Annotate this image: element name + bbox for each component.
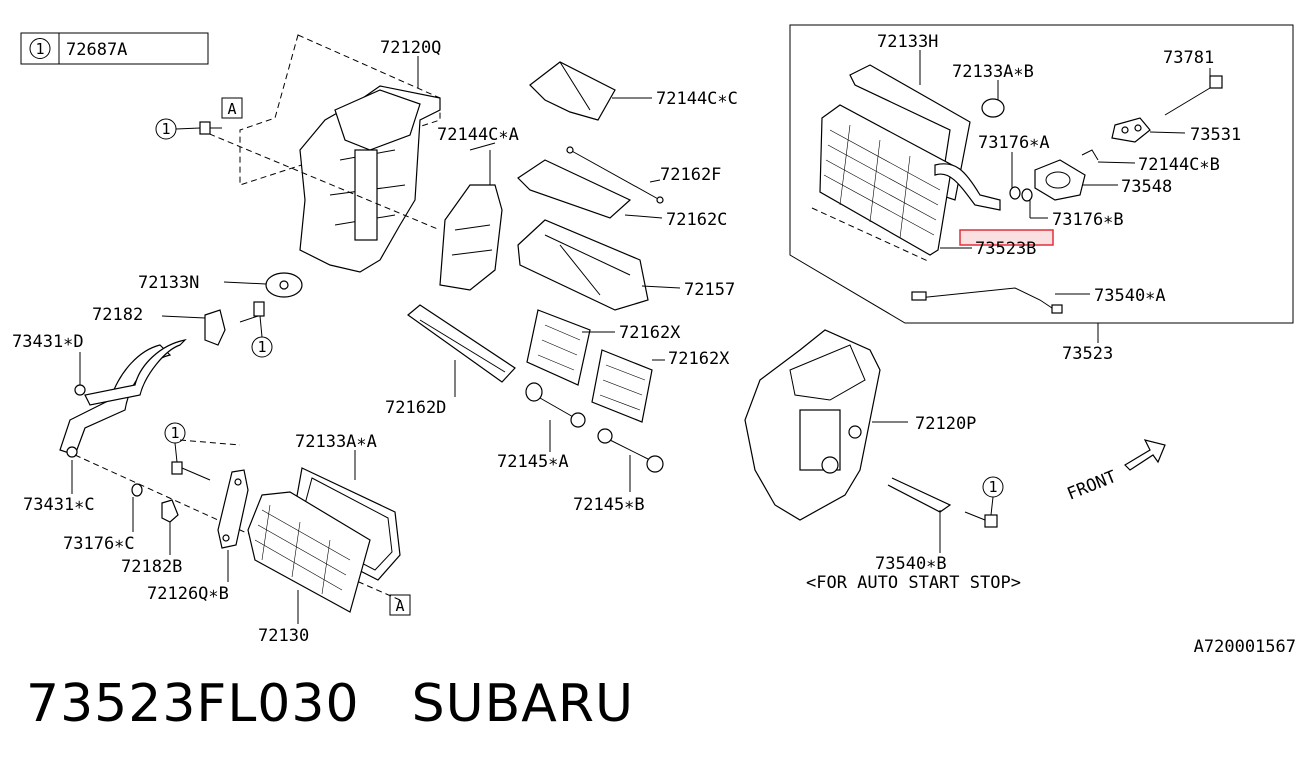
diagram-id: A720001567 [1194,637,1296,657]
label-72120Q: 72120Q [380,38,441,58]
svg-text:A: A [395,597,404,615]
label-72144CC: 72144C∗C [656,89,738,109]
label-73431D: 73431∗D [12,332,84,352]
leader-lines [71,50,1211,624]
label-72145B: 72145∗B [573,495,645,515]
bolt-73781 [1164,75,1223,116]
mode-flap-72144CA [439,150,503,291]
label-73523B: 73523B [975,239,1036,259]
screw-icon [199,121,222,135]
label-72182B: 72182B [121,557,182,577]
label-auto-start-stop: <FOR AUTO START STOP> [806,573,1021,593]
label-72157: 72157 [684,280,735,300]
label-72133H: 72133H [877,32,938,52]
callout-1: 1 [155,118,201,140]
svg-text:1: 1 [170,424,179,442]
label-72133N: 72133N [138,273,199,293]
callout-1: 1 [164,422,186,463]
filter-72162X-b [591,349,653,423]
rod-72162F [566,146,664,204]
screw-icon [239,301,265,323]
linkage-72162C [517,159,632,219]
heater-case-72120Q [239,34,441,273]
clamp-72182 [204,309,226,346]
door-72162D [407,304,516,383]
filter-72162X-a [526,309,591,386]
svg-text:1: 1 [161,120,170,138]
label-72144CB: 72144C∗B [1138,155,1220,175]
label-front: FRONT [1064,467,1119,505]
label-72162X-a: 72162X [619,323,681,343]
ref-a-top: A [221,97,243,119]
svg-text:1: 1 [257,338,266,356]
label-72120P: 72120P [915,414,976,434]
label-72126QB: 72126Q∗B [147,584,229,604]
legend-part-number: 72687A [66,40,127,60]
label-73431C: 73431∗C [23,495,95,515]
label-73176C: 73176∗C [63,534,135,554]
label-72162F: 72162F [660,165,721,185]
o-ring-73176A [1009,186,1021,200]
label-73531: 73531 [1190,125,1241,145]
evaporator-assembly-frame [789,24,1294,324]
housing-72157 [517,219,649,311]
legend-box: 1 72687A [20,32,209,65]
label-73176A: 73176∗A [978,133,1050,153]
ref-a-bottom: A [389,594,411,616]
caption-brand: SUBARU [411,674,635,734]
label-72182: 72182 [92,305,143,325]
caption-part-number: 73523FL030 [26,674,360,734]
flap-72144CC [529,61,616,121]
label-72133AA: 72133A∗A [295,432,377,452]
label-72162C: 72162C [666,210,727,230]
expansion-valve-73548 [1034,159,1086,201]
label-72133AB: 72133A∗B [952,62,1034,82]
screw-icon [964,511,998,528]
label-72144CA: 72144C∗A [437,125,519,145]
clamp-72182B [161,499,179,523]
label-72162D: 72162D [385,398,446,418]
highlight-73523B [959,229,1054,246]
screw-icon [171,461,211,481]
legend-symbol: 1 [35,40,44,58]
sensor-73540A [911,287,1063,314]
callout-1: 1 [982,476,1004,516]
sensor-73540B [887,477,952,513]
label-73781: 73781 [1163,48,1214,68]
callout-1: 1 [251,315,273,358]
svg-text:A: A [227,100,236,118]
evaporator-core [819,104,953,256]
label-73540B: 73540∗B [875,554,947,574]
seal-72133AB [981,98,1005,118]
label-72145A: 72145∗A [497,452,569,472]
label-72162X-b: 72162X [668,349,730,369]
label-73176B: 73176∗B [1052,210,1124,230]
pin-72145A [525,382,586,428]
o-ring-73176B [1021,188,1033,202]
plate-73531 [1111,117,1151,143]
pipe-73431D [59,339,187,458]
o-ring-73176C [131,483,143,497]
heater-case-72120P [744,329,881,521]
label-73523: 73523 [1062,344,1113,364]
label-72130: 72130 [258,626,309,646]
front-arrow-icon [1124,439,1166,471]
svg-text:1: 1 [988,478,997,496]
label-73540A: 73540∗A [1094,286,1166,306]
clip-72144CB [1081,149,1099,161]
label-73548: 73548 [1121,177,1172,197]
seal-72133H [849,64,971,201]
gasket-72133N [265,272,303,298]
heater-core-72130 [247,491,371,613]
part-labels: 72120Q 72144C∗C 72144C∗A 72162F 72162C 7… [12,32,1296,657]
evaporator-pipe [934,163,1001,211]
pin-72145B [597,428,664,473]
bracket-72126QB [217,469,249,549]
